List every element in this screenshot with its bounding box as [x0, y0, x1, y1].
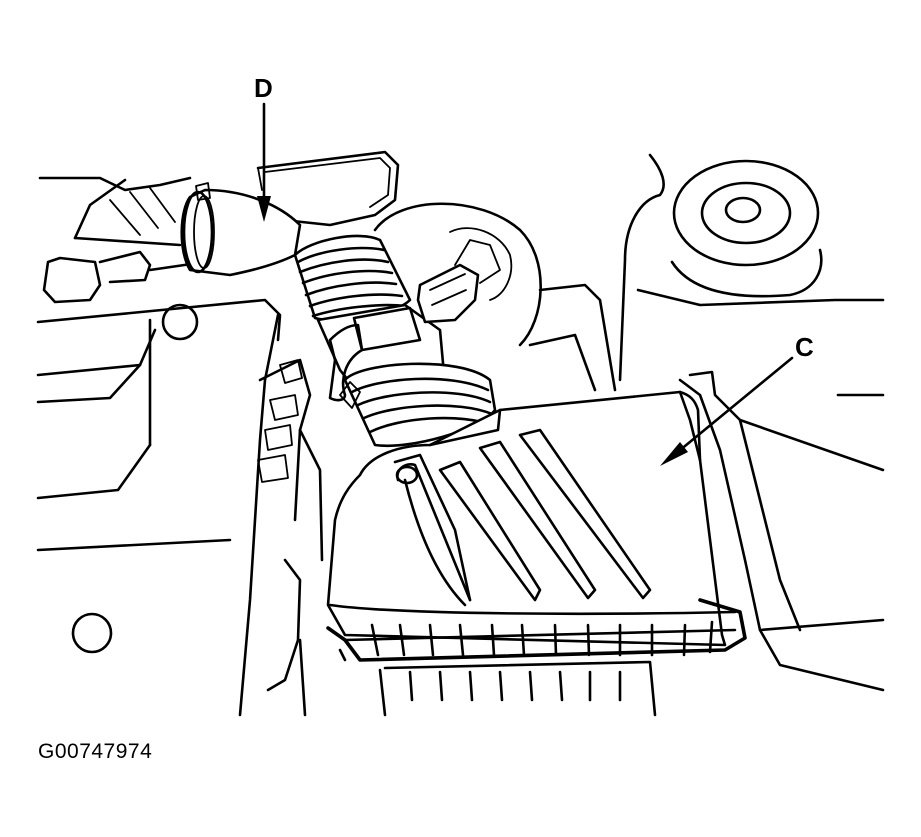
resonator-housing [373, 202, 617, 392]
air-cleaner-case [326, 598, 747, 717]
right-fender [678, 370, 885, 692]
intake-hose-bellows [293, 234, 412, 322]
figure-id: G00747974 [38, 740, 153, 763]
strut-tower [618, 153, 885, 397]
engine-cover-block [36, 298, 282, 717]
callout-label-d: D [254, 73, 273, 103]
left-background-components [38, 176, 207, 304]
intake-hose-lower [339, 362, 497, 448]
callout-arrow-c [660, 356, 794, 466]
air-cleaner-cover [326, 390, 737, 647]
callout-arrow-d [257, 102, 271, 222]
hoses-and-fittings [257, 358, 324, 717]
callout-label-c: C [795, 332, 814, 362]
upper-bracket [256, 150, 400, 227]
intake-hose-front [180, 167, 302, 277]
